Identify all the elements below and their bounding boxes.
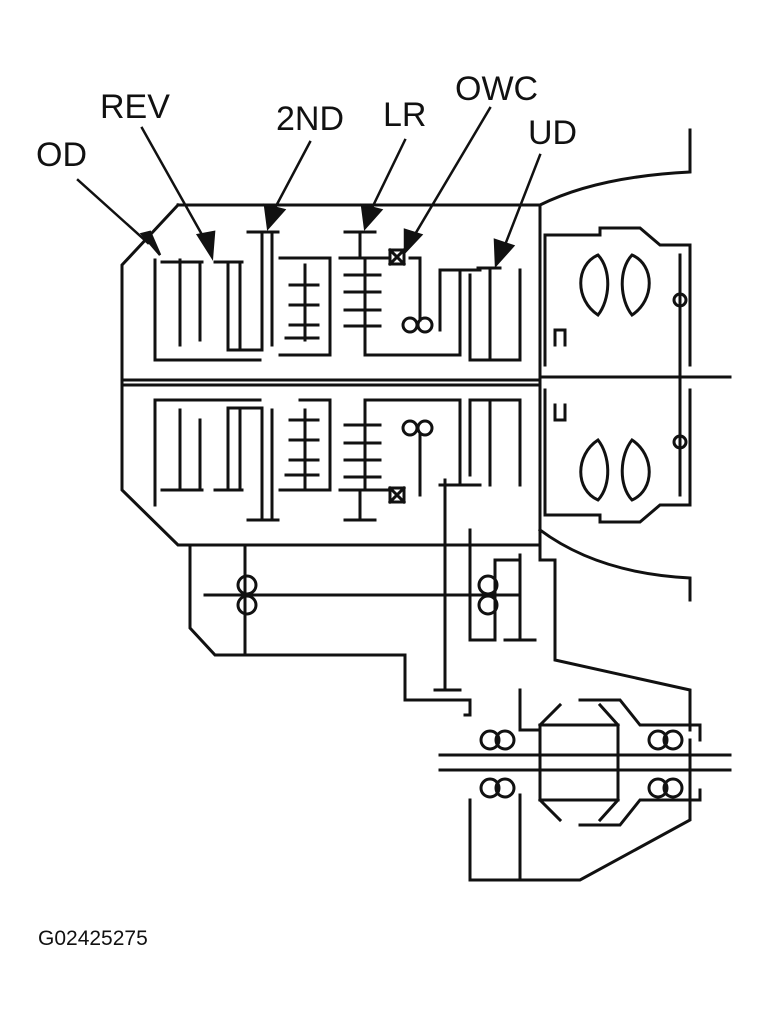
lr-arrowhead — [360, 203, 384, 231]
owc-label: OWC — [455, 70, 539, 108]
ud-arrowhead — [493, 238, 516, 269]
transmission-case-outline — [120, 202, 542, 547]
rev-leader-line — [140, 126, 207, 242]
differential — [438, 688, 732, 882]
lr-leader-line — [370, 138, 407, 210]
figure-id: G02425275 — [38, 927, 148, 950]
od-label: OD — [36, 136, 87, 174]
ud-label: UD — [528, 114, 578, 152]
od-leader-line — [76, 178, 150, 245]
od-arrowhead — [139, 230, 162, 256]
torque-converter — [537, 128, 732, 602]
lr-label: LR — [383, 96, 427, 134]
ud-leader-line — [503, 153, 542, 247]
rev-arrowhead — [195, 230, 216, 261]
rev-label: REV — [100, 88, 170, 126]
upper-clutch-packs — [153, 230, 522, 362]
owc-leader-line — [412, 106, 492, 238]
label-leader-lines — [76, 106, 542, 269]
owc-arrowhead — [403, 228, 424, 256]
second-label: 2ND — [276, 100, 345, 138]
transfer-gear-case — [188, 478, 692, 882]
second-arrowhead — [263, 203, 287, 231]
second-leader-line — [273, 140, 312, 210]
lower-clutch-packs — [153, 398, 522, 522]
